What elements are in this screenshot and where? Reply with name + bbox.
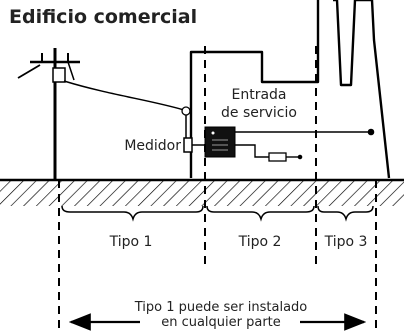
meter-label: Medidor bbox=[124, 138, 181, 154]
note-line-2: en cualquier parte bbox=[161, 315, 281, 330]
service-entrance-line bbox=[232, 128, 375, 136]
service-panel-icon bbox=[204, 126, 236, 158]
zone-label-tipo-3: Tipo 3 bbox=[324, 234, 368, 250]
load-resistor-icon bbox=[235, 144, 303, 162]
zone-label-tipo-1: Tipo 1 bbox=[109, 234, 153, 250]
service-entrance-label-line2: de servicio bbox=[221, 105, 297, 121]
service-entrance-label-line1: Entrada bbox=[231, 87, 286, 103]
building-outline bbox=[189, 0, 391, 179]
zone-boundaries bbox=[58, 46, 377, 330]
service-drop-wire bbox=[63, 80, 191, 138]
note-line-1: Tipo 1 puede ser instalado bbox=[134, 300, 308, 315]
zone-braces bbox=[61, 205, 374, 222]
ground bbox=[0, 178, 404, 206]
utility-pole bbox=[17, 48, 80, 180]
diagram-title: Edificio comercial bbox=[9, 6, 197, 28]
note-text-backdrop bbox=[140, 312, 300, 328]
meter-icon bbox=[183, 137, 205, 153]
zone-label-tipo-2: Tipo 2 bbox=[238, 234, 282, 250]
